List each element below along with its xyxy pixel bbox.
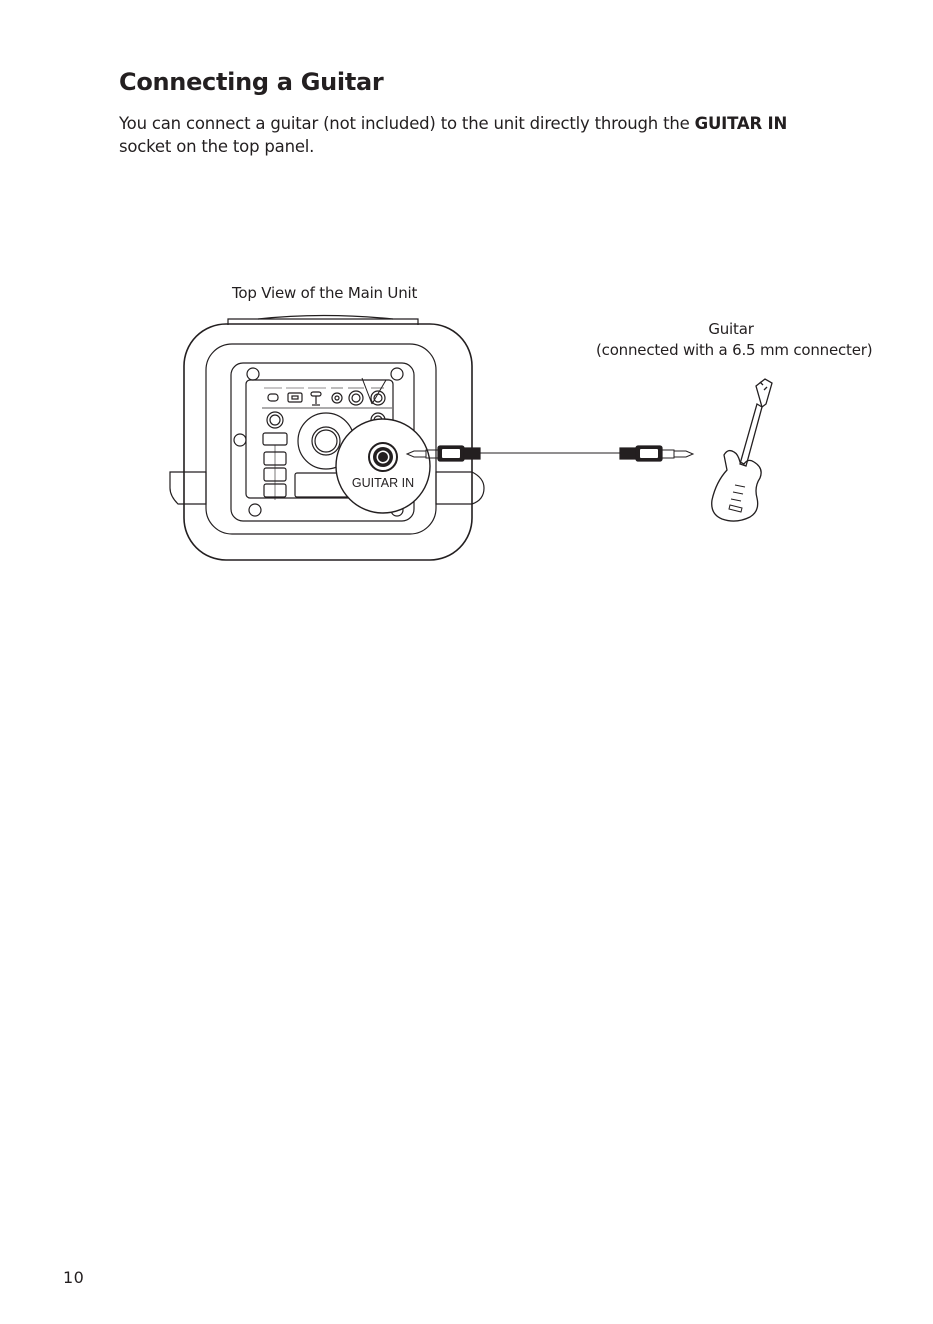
unit-caption: Top View of the Main Unit <box>232 284 417 302</box>
guitar-caption: Guitar (connected with a 6.5 mm connecte… <box>596 319 866 361</box>
guitar-caption-line1: Guitar <box>596 319 866 340</box>
guitar-icon <box>712 379 772 521</box>
page-number: 10 <box>63 1268 84 1287</box>
guitar-in-label: GUITAR IN <box>335 476 431 490</box>
connection-diagram <box>0 0 933 600</box>
jack-cable <box>407 446 693 461</box>
guitar-in-callout <box>336 378 430 513</box>
guitar-caption-line2: (connected with a 6.5 mm connecter) <box>596 340 866 361</box>
main-unit-top-view <box>170 316 484 561</box>
